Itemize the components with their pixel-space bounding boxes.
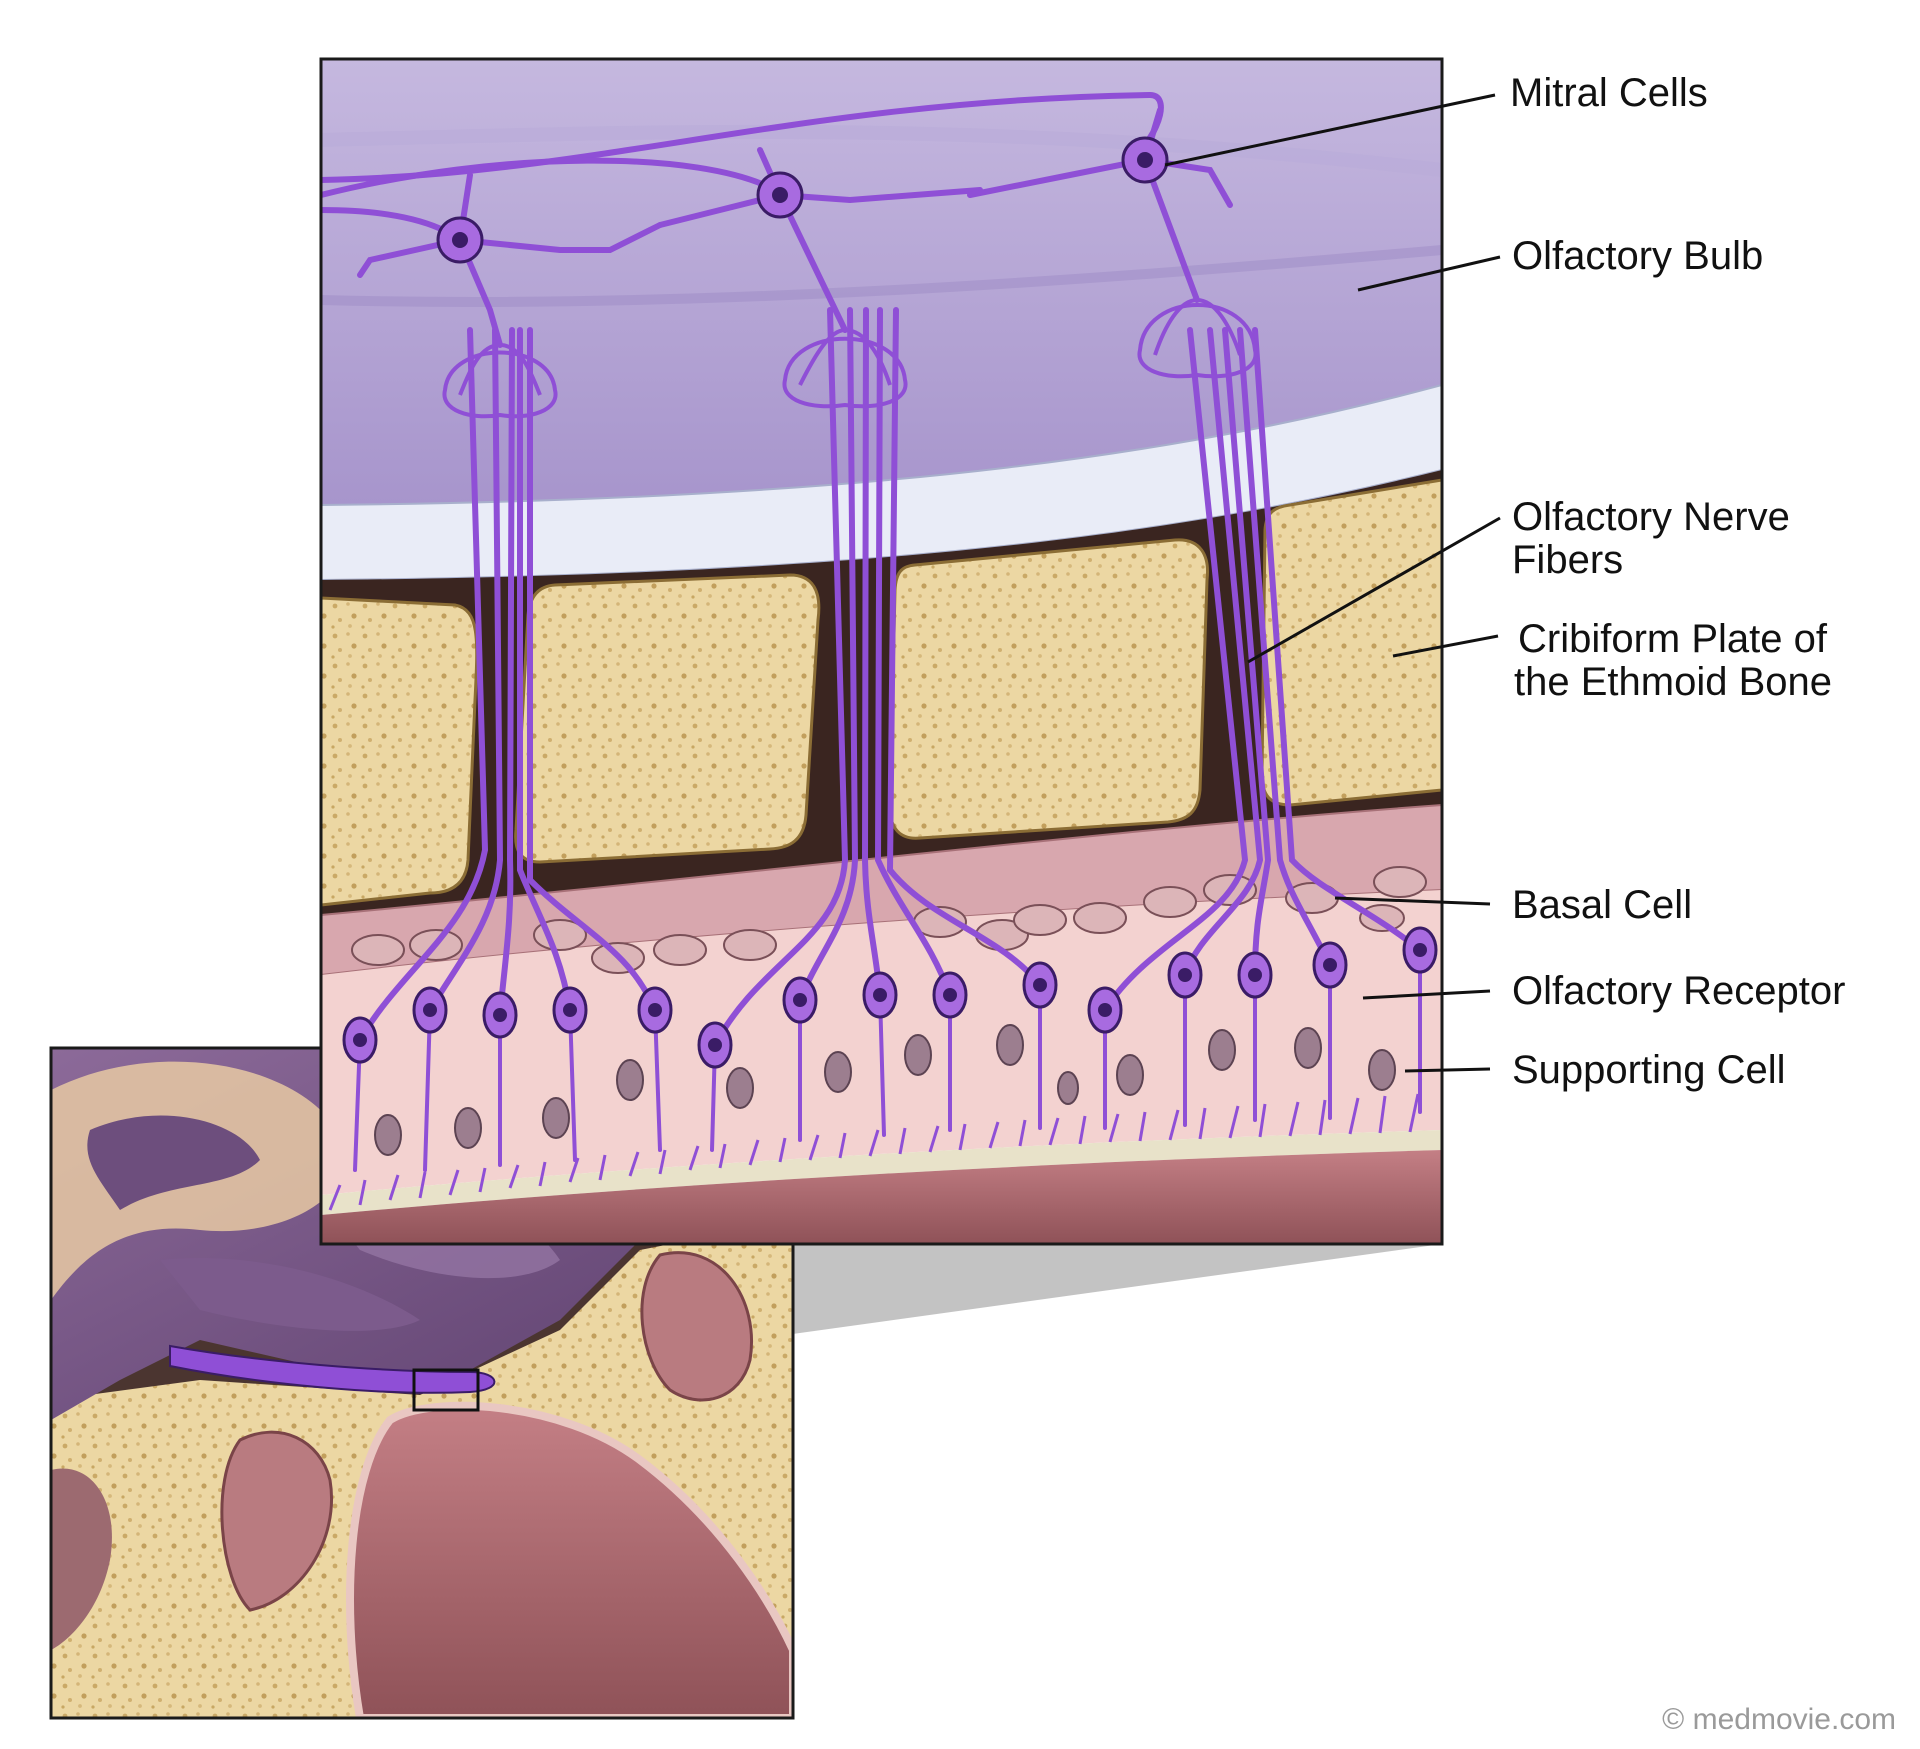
label-olfactory-nerve-fibers-line1: Olfactory Nerve bbox=[1512, 496, 1790, 539]
label-cribriform-plate-line1: Cribiform Plate of bbox=[1518, 618, 1832, 661]
label-cribriform-plate-line2: the Ethmoid Bone bbox=[1514, 661, 1832, 704]
label-olfactory-nerve-fibers: Olfactory Nerve Fibers bbox=[1512, 496, 1790, 582]
bone-block bbox=[516, 575, 819, 862]
main-detail-panel bbox=[321, 59, 1442, 1244]
label-cribriform-plate: Cribiform Plate of the Ethmoid Bone bbox=[1518, 618, 1832, 704]
label-olfactory-bulb: Olfactory Bulb bbox=[1512, 235, 1763, 278]
label-supporting-cell: Supporting Cell bbox=[1512, 1049, 1786, 1092]
label-olfactory-nerve-fibers-line2: Fibers bbox=[1512, 539, 1790, 582]
copyright-notice: © medmovie.com bbox=[1662, 1703, 1896, 1737]
bone-block bbox=[321, 598, 477, 905]
label-basal-cell: Basal Cell bbox=[1512, 884, 1692, 927]
label-olfactory-receptor: Olfactory Receptor bbox=[1512, 970, 1845, 1013]
bone-block bbox=[890, 540, 1208, 838]
bone-block bbox=[1262, 480, 1442, 805]
label-mitral-cells: Mitral Cells bbox=[1510, 72, 1708, 115]
